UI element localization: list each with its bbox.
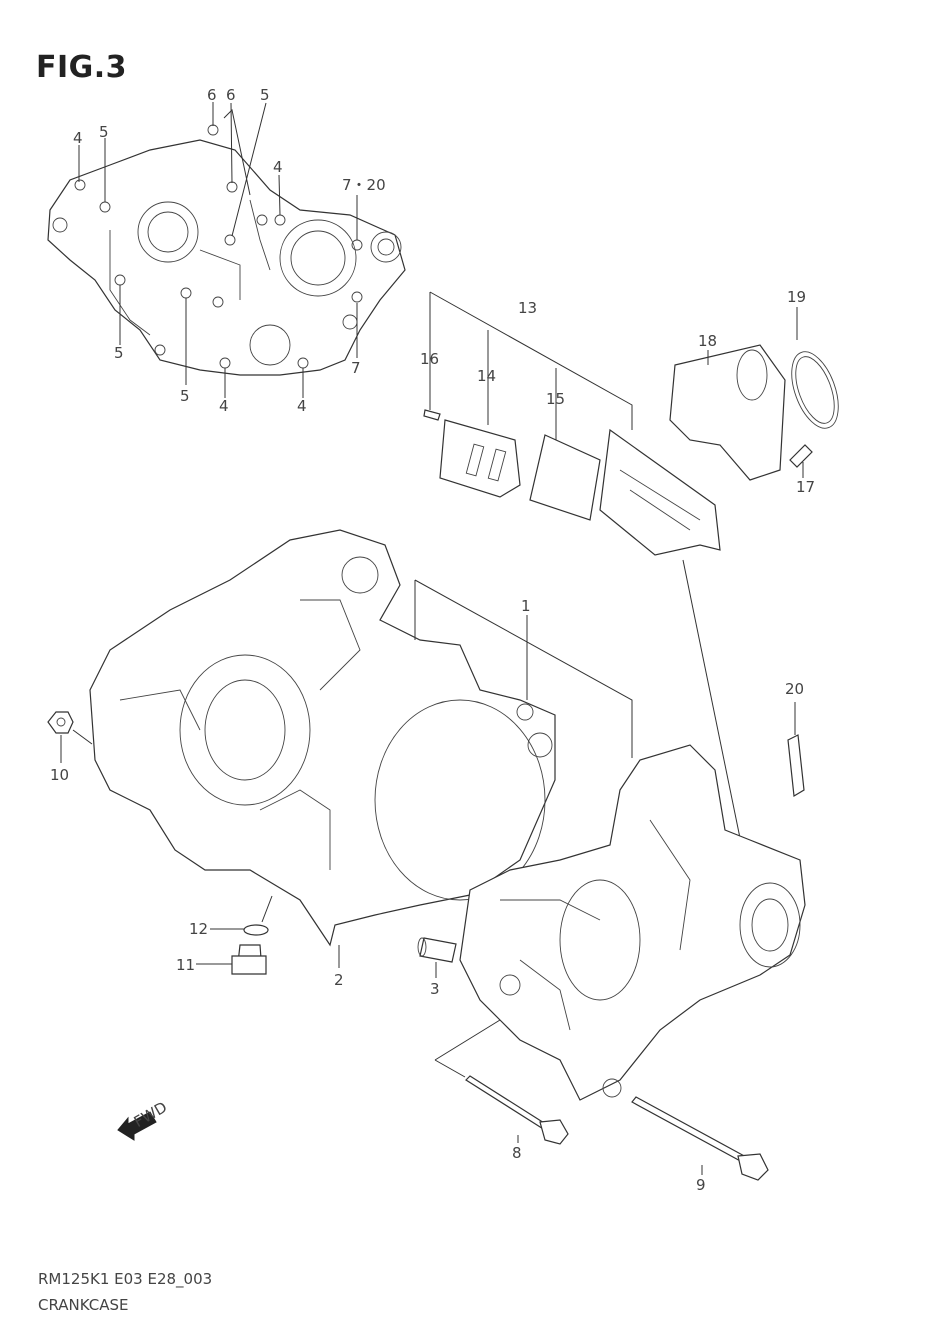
- crankcase-right-half: [414, 579, 806, 1101]
- callout-4c: 4: [219, 397, 229, 415]
- callout-labels: 4 5 6 6 5 4 7・20 5 7 5 4 4 13 16 14 15 1…: [50, 86, 815, 1194]
- callout-1: 1: [521, 597, 531, 615]
- figure-title: FIG.3: [36, 50, 128, 85]
- callout-11: 11: [176, 956, 195, 974]
- diagram-name: CRANKCASE: [38, 1296, 129, 1314]
- callout-6a: 6: [207, 86, 217, 104]
- callout-20: 20: [785, 680, 804, 698]
- crankcase-left-half: [89, 529, 556, 947]
- callout-4d: 4: [297, 397, 307, 415]
- callout-19: 19: [787, 288, 806, 306]
- callout-5b: 5: [260, 86, 270, 104]
- leader-lines: [60, 102, 804, 1175]
- callout-10: 10: [50, 766, 69, 784]
- fwd-arrow-icon: FWD: [117, 1098, 170, 1141]
- callout-5c: 5: [114, 344, 124, 362]
- callout-16: 16: [420, 350, 439, 368]
- callout-5d: 5: [180, 387, 190, 405]
- diagram-code: RM125K1 E03 E28_003: [38, 1270, 213, 1288]
- callout-4b: 4: [273, 158, 283, 176]
- callout-3: 3: [430, 980, 440, 998]
- callout-7-20: 7・20: [342, 176, 386, 194]
- small-parts: [47, 711, 805, 1181]
- callout-4a: 4: [73, 129, 83, 147]
- fwd-arrow-label: FWD: [131, 1098, 170, 1131]
- callout-2: 2: [334, 971, 344, 989]
- reed-valve-assembly: [423, 291, 839, 839]
- callout-5a: 5: [99, 123, 109, 141]
- callout-9: 9: [696, 1176, 706, 1194]
- callout-6b: 6: [226, 86, 236, 104]
- crankcase-inner-view: [47, 124, 406, 376]
- callout-17: 17: [796, 478, 815, 496]
- callout-7: 7: [351, 359, 361, 377]
- callout-14: 14: [477, 367, 496, 385]
- callout-13: 13: [518, 299, 537, 317]
- callout-18: 18: [698, 332, 717, 350]
- callout-12: 12: [189, 920, 208, 938]
- callout-15: 15: [546, 390, 565, 408]
- callout-8: 8: [512, 1144, 522, 1162]
